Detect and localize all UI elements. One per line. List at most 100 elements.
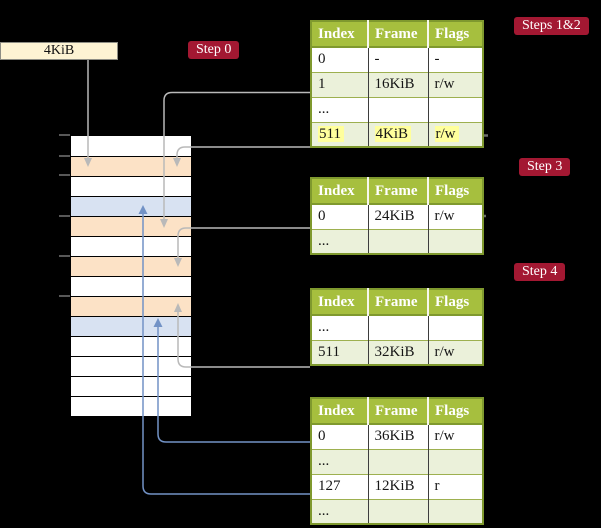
table-row: ...: [311, 498, 483, 524]
cell-frame: 4KiB: [367, 121, 428, 147]
memory-row: [71, 136, 191, 156]
memory-row: [71, 376, 191, 396]
arrow-32kib: [177, 312, 310, 368]
memory-tick: [59, 174, 70, 176]
cell-index: ...: [311, 96, 368, 122]
cell-frame: [367, 96, 428, 122]
page-table-bottom: Index Frame Flags 0 36KiB r/w ... 127 12…: [310, 397, 484, 525]
memory-row-frame-12kib: [71, 196, 191, 216]
table-row: ...: [311, 314, 483, 340]
cell-flags: r/w: [427, 423, 483, 449]
table-row: ...: [311, 448, 483, 474]
cell-flags: -: [427, 46, 483, 72]
memory-row-frame-24kib: [71, 256, 191, 276]
cell-frame: 32KiB: [367, 339, 428, 365]
header-index: Index: [311, 289, 368, 315]
cell-frame: [367, 498, 428, 524]
header-flags: Flags: [427, 398, 483, 424]
cell-index: 0: [311, 46, 368, 72]
cell-frame: 36KiB: [367, 423, 428, 449]
cell-index: 511: [311, 121, 368, 147]
memory-tick: [59, 255, 70, 257]
cell-frame: 24KiB: [367, 203, 428, 229]
header-frame: Frame: [367, 178, 428, 204]
table-header-row: Index Frame Flags: [311, 21, 483, 47]
cell-flags: [427, 96, 483, 122]
memory-row: [71, 356, 191, 376]
cell-frame: [367, 448, 428, 474]
memory-row: [71, 336, 191, 356]
table-header-row: Index Frame Flags: [311, 289, 483, 315]
page-table-step-3: Index Frame Flags 0 24KiB r/w ...: [310, 177, 484, 255]
cell-flags: r/w: [427, 203, 483, 229]
cell-frame: -: [367, 46, 428, 72]
page-table-step-4: Index Frame Flags ... 511 32KiB r/w: [310, 288, 484, 366]
cell-index: ...: [311, 448, 368, 474]
frame-size-chip: 4KiB: [0, 42, 118, 60]
arrow-4kib: [176, 146, 310, 158]
physical-memory-column: [70, 135, 192, 417]
header-frame: Frame: [367, 289, 428, 315]
cell-frame: 12KiB: [367, 473, 428, 499]
label-steps-1-2: Steps 1&2: [514, 17, 589, 35]
memory-tick: [59, 295, 70, 297]
cell-index: 0: [311, 203, 368, 229]
cell-index: ...: [311, 498, 368, 524]
table-row: 0 36KiB r/w: [311, 423, 483, 449]
cell-frame: 16KiB: [367, 71, 428, 97]
memory-row: [71, 236, 191, 256]
cell-index: 127: [311, 473, 368, 499]
table-row: ...: [311, 228, 483, 254]
highlight: 511: [318, 125, 344, 142]
header-flags: Flags: [427, 178, 483, 204]
table-header-row: Index Frame Flags: [311, 178, 483, 204]
table-row-highlighted: 511 4KiB r/w: [311, 121, 483, 147]
header-index: Index: [311, 21, 368, 47]
memory-row: [71, 396, 191, 416]
table-header-row: Index Frame Flags: [311, 398, 483, 424]
cell-flags: r/w: [427, 339, 483, 365]
header-flags: Flags: [427, 289, 483, 315]
cell-frame: [367, 228, 428, 254]
header-frame: Frame: [367, 21, 428, 47]
table-row: 511 32KiB r/w: [311, 339, 483, 365]
label-step-4: Step 4: [514, 263, 566, 281]
cell-index: 1: [311, 71, 368, 97]
memory-row: [71, 276, 191, 296]
cell-index: ...: [311, 314, 368, 340]
cell-flags: [427, 498, 483, 524]
cell-index: 511: [311, 339, 368, 365]
memory-row-frame-4kib: [71, 156, 191, 176]
table-row: 127 12KiB r: [311, 473, 483, 499]
cell-flags: [427, 448, 483, 474]
cell-index: 0: [311, 423, 368, 449]
memory-row-frame-36kib: [71, 316, 191, 336]
table-row: 0 24KiB r/w: [311, 203, 483, 229]
header-index: Index: [311, 398, 368, 424]
header-frame: Frame: [367, 398, 428, 424]
cell-flags: r: [427, 473, 483, 499]
memory-row: [71, 176, 191, 196]
cell-index: ...: [311, 228, 368, 254]
cell-flags: r/w: [427, 121, 483, 147]
table-row: 1 16KiB r/w: [311, 71, 483, 97]
cell-flags: r/w: [427, 71, 483, 97]
header-index: Index: [311, 178, 368, 204]
highlight: r/w: [434, 125, 459, 142]
cell-frame: [367, 314, 428, 340]
label-step-0: Step 0: [188, 41, 240, 59]
highlight: 4KiB: [374, 125, 412, 142]
frame-size-label: 4KiB: [43, 43, 75, 58]
memory-tick: [59, 215, 70, 217]
table-row: ...: [311, 96, 483, 122]
memory-row-frame-16kib: [71, 216, 191, 236]
label-step-3: Step 3: [519, 158, 571, 176]
memory-tick: [59, 134, 70, 136]
table-row: 0 - -: [311, 46, 483, 72]
arrow-24kib: [177, 227, 310, 258]
memory-row-frame-32kib: [71, 296, 191, 316]
memory-tick: [59, 155, 70, 157]
cell-flags: [427, 314, 483, 340]
cell-flags: [427, 228, 483, 254]
